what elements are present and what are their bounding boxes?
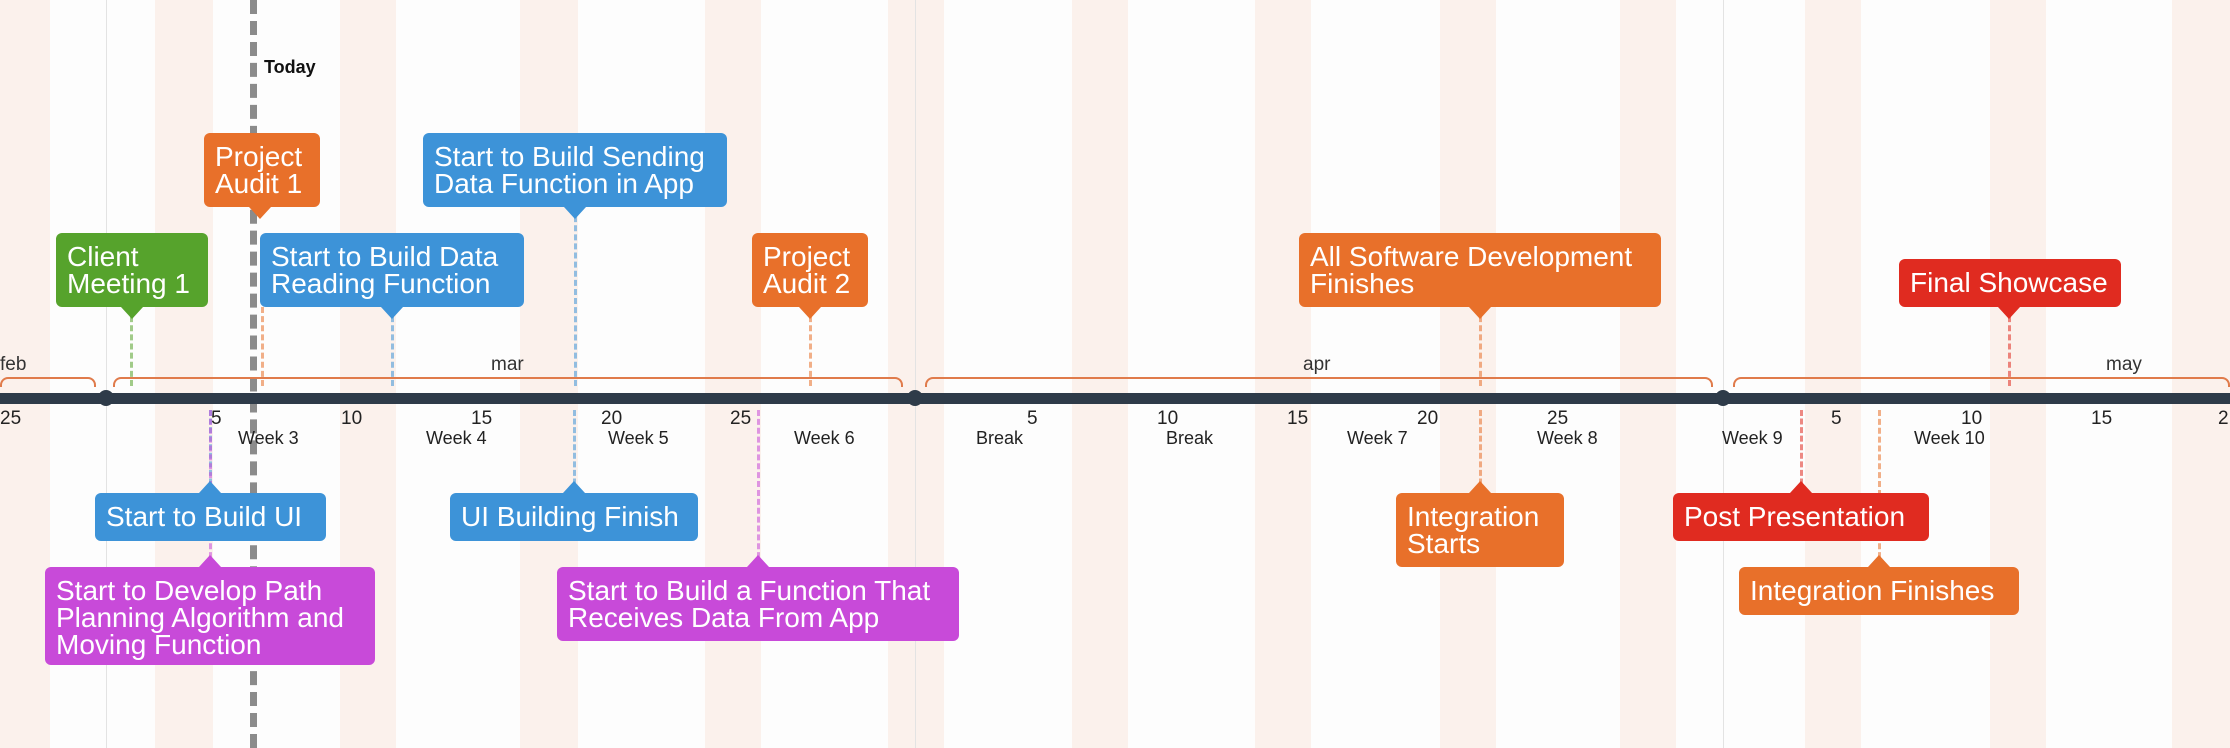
month-boundary-dot xyxy=(98,390,114,406)
week-label: Week 9 xyxy=(1722,428,1783,448)
event-project-audit-2: Project Audit 2 xyxy=(752,233,868,319)
day-tick-label: 25 xyxy=(0,408,22,429)
day-tick-label: 5 xyxy=(1831,408,1842,429)
day-tick-label: 20 xyxy=(601,408,623,429)
axis-tick xyxy=(1672,393,1675,404)
event-connector-build-sending-data xyxy=(574,207,577,386)
weekend-stripe xyxy=(1805,0,1861,748)
axis-tick xyxy=(1024,393,1027,404)
axis-tick xyxy=(1414,393,1417,404)
axis-tick xyxy=(337,393,340,404)
event-final-showcase: Final Showcase xyxy=(1899,259,2121,319)
weekend-stripe xyxy=(0,0,50,748)
axis-tick xyxy=(1154,393,1157,404)
week-label: Week 10 xyxy=(1914,428,1985,448)
month-label: apr xyxy=(1303,354,1331,375)
day-tick-label: 5 xyxy=(211,408,222,429)
event-connector-client-meeting-1 xyxy=(130,307,133,386)
month-label: may xyxy=(2106,354,2142,375)
axis-tick xyxy=(597,393,600,404)
event-build-ui: Start to Build UI xyxy=(95,481,326,541)
weekend-stripe xyxy=(1620,0,1676,748)
day-tick-label: 5 xyxy=(1027,408,1038,429)
event-client-meeting-1: Client Meeting 1 xyxy=(56,233,208,319)
event-connector-ui-building-finish xyxy=(573,410,576,493)
event-connector-build-data-reading xyxy=(391,307,394,386)
event-connector-integration-finishes xyxy=(1878,410,1881,567)
weekend-stripe xyxy=(2172,0,2230,748)
month-bracket xyxy=(0,377,96,387)
axis-tick xyxy=(1544,393,1547,404)
event-integration-finishes: Integration Finishes xyxy=(1739,555,2019,615)
weekend-stripe xyxy=(1072,0,1128,748)
event-software-dev-finishes: All Software Development Finishes xyxy=(1299,233,1661,319)
day-tick-label: 20 xyxy=(1417,408,1439,429)
day-tick-label: 10 xyxy=(1961,408,1983,429)
event-connector-final-showcase xyxy=(2008,307,2011,386)
event-build-sending-data: Start to Build Sending Data Function in … xyxy=(423,133,727,219)
today-label: Today xyxy=(264,57,316,77)
weekend-stripe xyxy=(1255,0,1311,748)
day-tick-label: 15 xyxy=(471,408,493,429)
axis-tick xyxy=(467,393,470,404)
event-ui-building-finish: UI Building Finish xyxy=(450,481,698,541)
day-tick-label: 15 xyxy=(2091,408,2113,429)
axis-tick xyxy=(1821,393,1824,404)
weekend-stripe xyxy=(1440,0,1496,748)
day-tick-label: 10 xyxy=(1157,408,1179,429)
event-project-audit-1: Project Audit 1 xyxy=(204,133,320,219)
week-label: Week 6 xyxy=(794,428,855,448)
today-marker-line xyxy=(250,0,257,748)
week-label: Week 3 xyxy=(238,428,299,448)
event-path-planning: Start to Develop Path Planning Algorithm… xyxy=(45,555,375,665)
day-tick-label: 2 xyxy=(2218,408,2229,429)
month-bracket xyxy=(1733,377,2230,387)
event-integration-starts: Integration Starts xyxy=(1396,481,1564,567)
month-boundary-dot xyxy=(907,390,923,406)
month-bracket xyxy=(113,377,903,387)
month-label: feb xyxy=(0,354,27,375)
week-label: Week 8 xyxy=(1537,428,1598,448)
day-tick-label: 25 xyxy=(730,408,752,429)
month-gridline xyxy=(106,0,107,748)
event-connector-project-audit-2 xyxy=(809,307,812,386)
event-receive-data-function: Start to Build a Function That Receives … xyxy=(557,555,959,641)
week-label: Week 4 xyxy=(426,428,487,448)
month-gridline xyxy=(915,0,916,748)
event-build-data-reading: Start to Build Data Reading Function xyxy=(260,233,524,319)
day-tick-label: 25 xyxy=(1547,408,1569,429)
event-post-presentation: Post Presentation xyxy=(1673,481,1929,541)
event-connector-integration-starts xyxy=(1479,410,1482,493)
event-connector-post-presentation xyxy=(1800,410,1803,493)
event-connector-receive-data-function xyxy=(757,410,760,567)
axis-tick xyxy=(2081,393,2084,404)
month-bracket xyxy=(925,377,1713,387)
day-tick-label: 10 xyxy=(341,408,363,429)
week-label: Break xyxy=(1166,428,1214,448)
week-label: Break xyxy=(976,428,1024,448)
week-label: Week 5 xyxy=(608,428,669,448)
axis-tick xyxy=(726,393,729,404)
month-label: mar xyxy=(491,354,524,375)
weekend-stripe xyxy=(1990,0,2046,748)
month-boundary-dot xyxy=(1715,390,1731,406)
axis-tick xyxy=(1951,393,1954,404)
event-connector-software-dev-finishes xyxy=(1479,307,1482,386)
day-tick-label: 15 xyxy=(1287,408,1309,429)
timeline-axis-bar xyxy=(0,393,2230,404)
axis-tick xyxy=(207,393,210,404)
week-label: Week 7 xyxy=(1347,428,1408,448)
axis-tick xyxy=(1284,393,1287,404)
month-gridline xyxy=(1723,0,1724,748)
event-connector-project-audit-1 xyxy=(261,307,264,386)
